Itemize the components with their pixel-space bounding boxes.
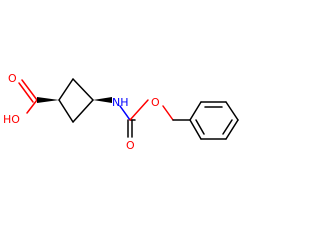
nh-wedge-bond (93, 97, 112, 103)
nh-carbonyl-bond (119, 105, 131, 121)
acid-wedge-bond (37, 97, 59, 103)
atom-labels: O HO NH O O (3, 72, 160, 152)
acid-c-o-double-bond (21, 79, 38, 101)
o-ch2-bond (162, 105, 174, 121)
ring-bond (72, 99, 94, 123)
carbamate-carbonyl-oxygen-label: O (126, 139, 135, 152)
ring-bond (58, 99, 74, 123)
acid-c-oh-bond (26, 99, 38, 114)
ring-bond (72, 78, 94, 101)
amine-nh-label: NH (112, 96, 129, 109)
ester-oxygen-label: O (151, 96, 160, 109)
acid-carbonyl-oxygen-label: O (8, 72, 17, 85)
phenyl-bond (225, 101, 239, 121)
bonds (18, 78, 239, 140)
stereo-bonds (37, 97, 112, 103)
phenyl-bond (225, 119, 239, 140)
carbamate-c-o-single (129, 99, 149, 121)
phenyl-bond (189, 101, 202, 121)
acid-c-o-double-bond-2 (18, 82, 34, 103)
molecule-structure: O HO NH O O (3, 72, 239, 152)
phenyl-double-bond (195, 119, 205, 135)
ring-bond (58, 78, 74, 101)
acid-hydroxyl-label: HO (3, 113, 20, 126)
phenyl-bond (189, 119, 202, 140)
phenyl-double-bond (222, 119, 233, 135)
